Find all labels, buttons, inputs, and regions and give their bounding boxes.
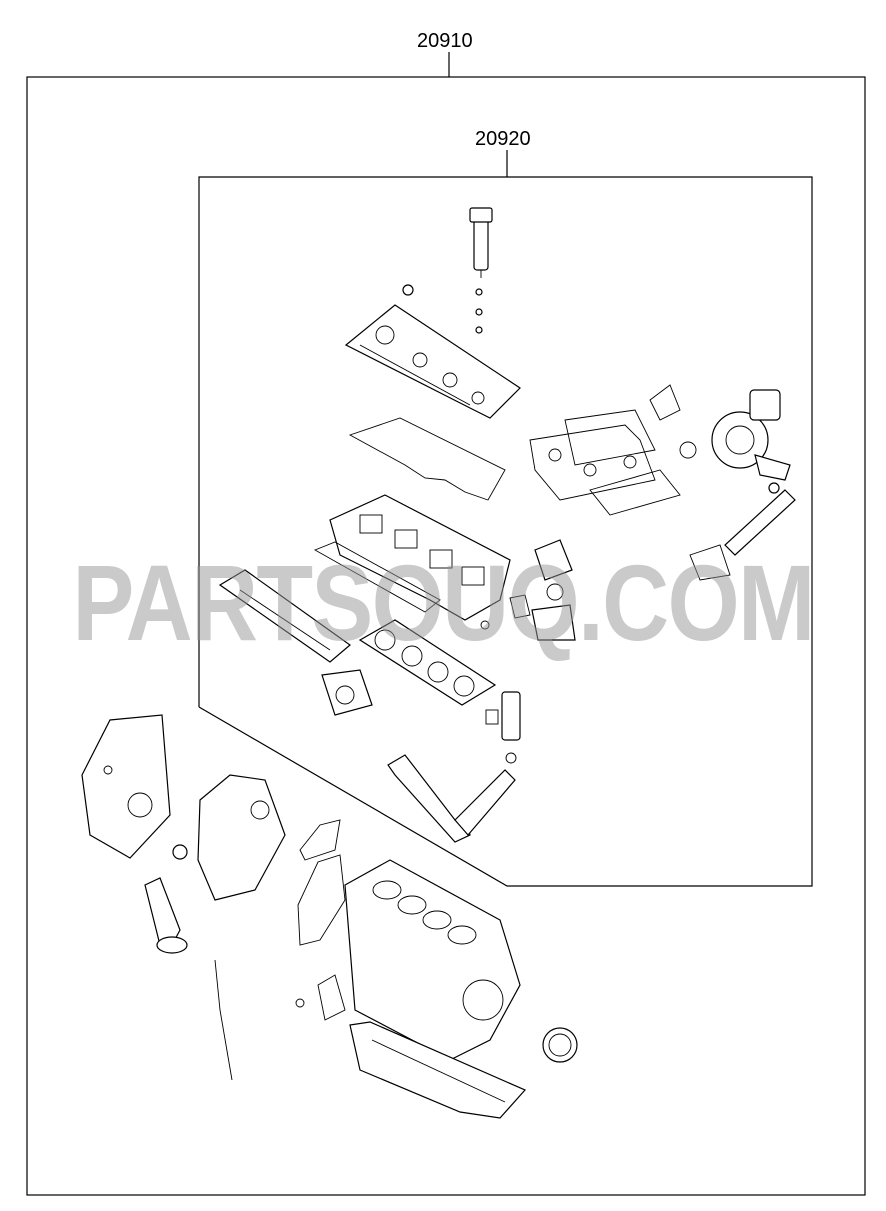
cylinder-head	[329, 494, 511, 621]
cylinder-block	[344, 859, 521, 1061]
turbocharger	[711, 389, 791, 494]
exhaust-manifold-gasket	[529, 409, 681, 516]
timing-cover-outer	[81, 714, 171, 859]
rear-oil-seal	[542, 1027, 578, 1063]
outer-kit-frame	[26, 76, 866, 1196]
oil-pan	[349, 1021, 526, 1119]
injector-seals	[402, 284, 483, 334]
turbo-gaskets	[649, 384, 697, 459]
thermostat-housing	[480, 539, 576, 641]
oil-strainer	[144, 877, 188, 954]
inner-kit-label: 20920	[472, 128, 534, 150]
outer-kit-label: 20910	[414, 30, 476, 52]
egr-pipe	[689, 489, 796, 581]
cylinder-head-cover	[344, 304, 521, 419]
egr-valve	[485, 691, 521, 764]
inner-kit-frame	[198, 176, 813, 887]
injector	[469, 207, 493, 278]
timing-cover-gasket	[297, 819, 346, 946]
egr-cooler-pipe	[387, 754, 516, 843]
throttle-body	[321, 669, 373, 716]
intake-manifold-gasket	[313, 541, 441, 613]
cover-gasket	[348, 417, 506, 501]
oil-dipstick	[214, 959, 233, 1081]
water-pump-gasket	[295, 974, 346, 1021]
intake-manifold	[218, 569, 351, 663]
head-gasket	[358, 619, 497, 706]
seal-ring	[172, 844, 188, 860]
timing-cover-inner	[197, 774, 286, 901]
